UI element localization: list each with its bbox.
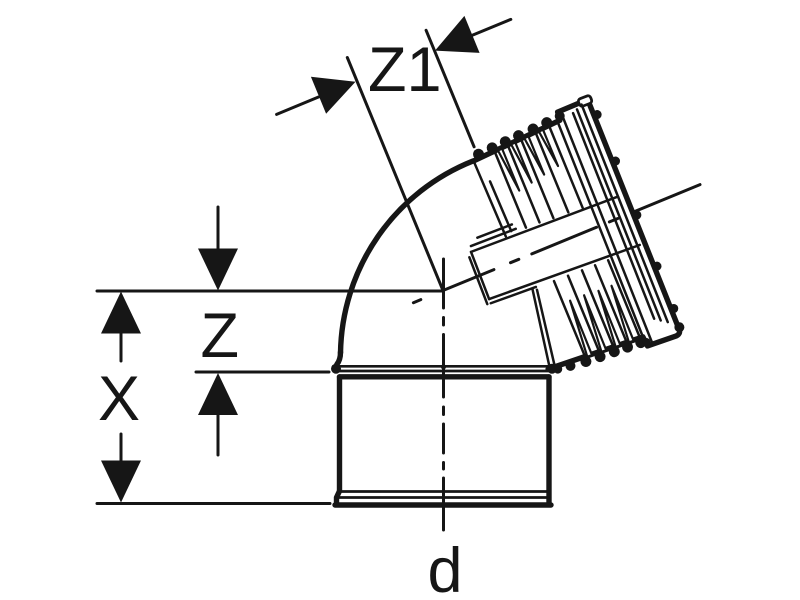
svg-text:Z: Z (201, 301, 239, 371)
svg-text:Z1: Z1 (368, 35, 442, 105)
svg-text:X: X (98, 364, 140, 434)
svg-text:d: d (428, 536, 463, 600)
